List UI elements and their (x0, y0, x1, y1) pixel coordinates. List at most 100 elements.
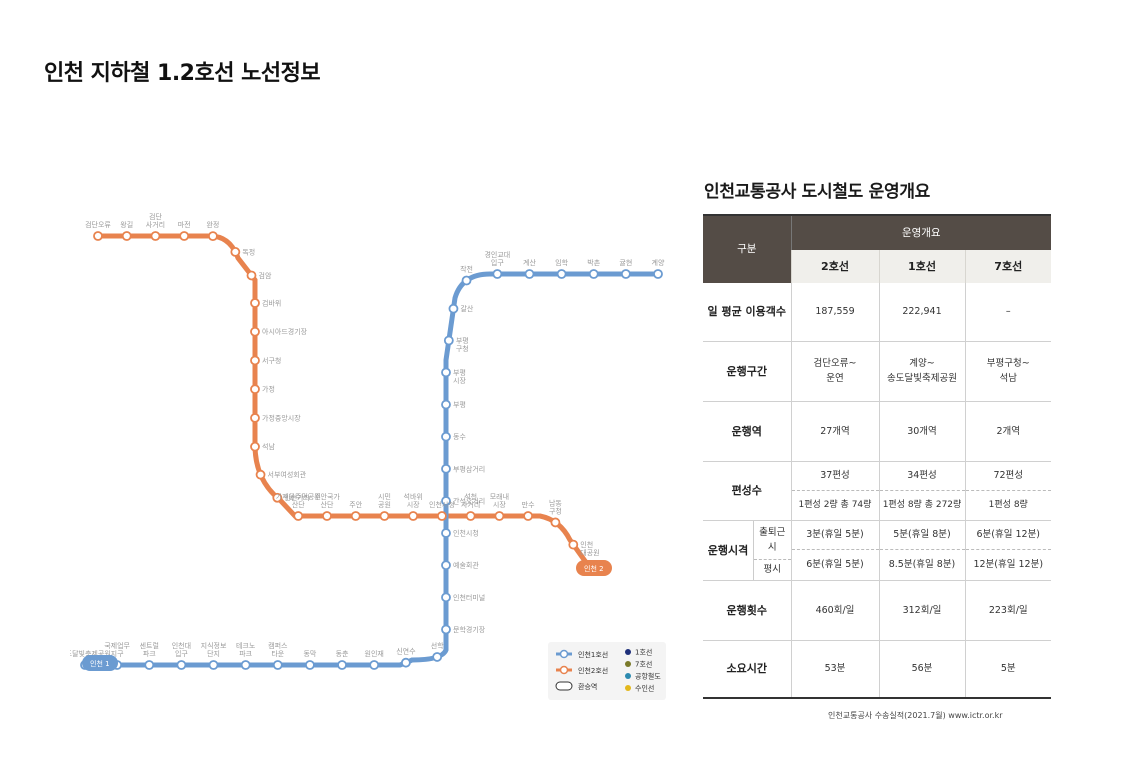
cell: – (964, 283, 1052, 342)
col-overview: 운영개요 (790, 214, 1052, 250)
cell: 1편성 2량 총 74량 (790, 490, 879, 521)
station-label: 완정 (206, 220, 219, 229)
line1-track (85, 271, 658, 668)
svg-text:7호선: 7호선 (635, 660, 652, 669)
station-label: 주안 (349, 500, 362, 509)
line1-station-dot (556, 269, 567, 279)
line1-station-dot (432, 652, 443, 662)
line1-station-dot (443, 335, 454, 346)
line2-station-dot (437, 511, 447, 521)
station-label: 부평삼거리 (453, 464, 485, 473)
svg-text:수인선: 수인선 (635, 684, 654, 693)
line1-station-dot (441, 431, 451, 442)
row-label: 소요시간 (703, 640, 791, 699)
cell: 27개역 (790, 401, 879, 462)
line2-station-dot (568, 539, 579, 550)
line2-station-dot (523, 511, 534, 521)
line1-station-dot (369, 660, 380, 670)
station-label: 선학 (431, 641, 444, 650)
line2-station-dot (250, 413, 260, 423)
cell: 312회/일 (878, 580, 965, 641)
row-time: 소요시간 53분 56분 5분 (703, 640, 1052, 699)
station-label: 예술회관 (453, 561, 479, 570)
col-line7: 7호선 (964, 250, 1052, 283)
row-label: 편성수 (703, 461, 791, 521)
station-label: 송도달빛축제공원 (70, 649, 111, 658)
row-avg-users: 일 평균 이용객수 187,559 222,941 – (703, 283, 1052, 342)
station-label: 만수 (522, 500, 535, 509)
terminal-line2: 인천 2 (576, 560, 612, 576)
line2-station-dot (494, 511, 505, 521)
row-label: 운행역 (703, 401, 791, 462)
line1-station-dot (441, 399, 451, 410)
station-label: 귤현 (619, 259, 632, 267)
svg-text:1호선: 1호선 (635, 648, 652, 657)
station-label: 간석오거리 (453, 496, 485, 505)
cell: 부평구청~ 석남 (964, 341, 1052, 402)
station-label: 왕길 (120, 220, 133, 229)
station-label: 가정 (262, 385, 275, 394)
line2-station-dot (408, 511, 419, 521)
station-label: 석남 (262, 442, 275, 451)
row-interval-normal: 6분(휴일 5분) 8.5분(휴일 8분) 12분(휴일 12분) (703, 549, 1052, 581)
station-label: 신연수 (396, 647, 416, 656)
line1-station-dot (448, 303, 459, 314)
line2-station-dot (550, 517, 561, 528)
cell: 3분(휴일 5분) (790, 520, 879, 550)
line2-station-dot (208, 231, 218, 242)
svg-text:인천 2: 인천 2 (584, 564, 604, 573)
svg-text:환승역: 환승역 (578, 682, 597, 691)
cell: 1편성 8량 총 272량 (878, 490, 965, 521)
station-label: 검바위 (262, 299, 281, 308)
station-label: 가정중앙시장 (262, 413, 301, 422)
line1-station-dot (441, 496, 451, 506)
line2-station-dot (250, 355, 260, 366)
cell: 460회/일 (790, 580, 879, 641)
operation-overview-table: 구분 운영개요 2호선 1호선 7호선 일 평균 이용객수 187,559 22… (703, 214, 1052, 699)
cell: 37편성 (790, 461, 879, 491)
cell: 30개역 (878, 401, 965, 462)
sub-label-normal: 평시 (753, 559, 791, 580)
line2-station-dot (379, 511, 390, 521)
line1-station-dot (337, 660, 347, 670)
info-title: 인천교통공사 도시철도 운영개요 (704, 182, 930, 202)
line2-station-dot (322, 511, 332, 521)
cell: 5분(휴일 8분) (878, 520, 965, 550)
line2-station-dot (350, 511, 361, 521)
station-label: 인천시청 (429, 500, 455, 509)
line2-track (98, 233, 593, 570)
cell: 2개역 (964, 401, 1052, 462)
line2-station-dot (93, 231, 103, 241)
line2-station-dot (250, 441, 260, 452)
line1-station-dot (441, 463, 451, 474)
line1-station-dot (461, 275, 472, 286)
line1-station-dot (441, 592, 451, 603)
line1-station-dot (272, 660, 283, 670)
row-label: 운행횟수 (703, 580, 791, 641)
station-label: 인천터미널 (453, 593, 485, 602)
line1-station-dot (208, 660, 219, 670)
cell: 5분 (964, 640, 1052, 699)
line2-station-dot (250, 326, 260, 337)
line1-station-dot (620, 269, 631, 279)
col-category: 구분 (703, 214, 791, 283)
svg-text:공항철도: 공항철도 (635, 672, 661, 681)
cell: 계양~ 송도달빛축제공원 (878, 341, 965, 402)
station-label: 계양 (652, 258, 665, 267)
line1-station-dot (588, 269, 599, 279)
cell: 56분 (878, 640, 965, 699)
line1-station-dot (400, 657, 411, 668)
